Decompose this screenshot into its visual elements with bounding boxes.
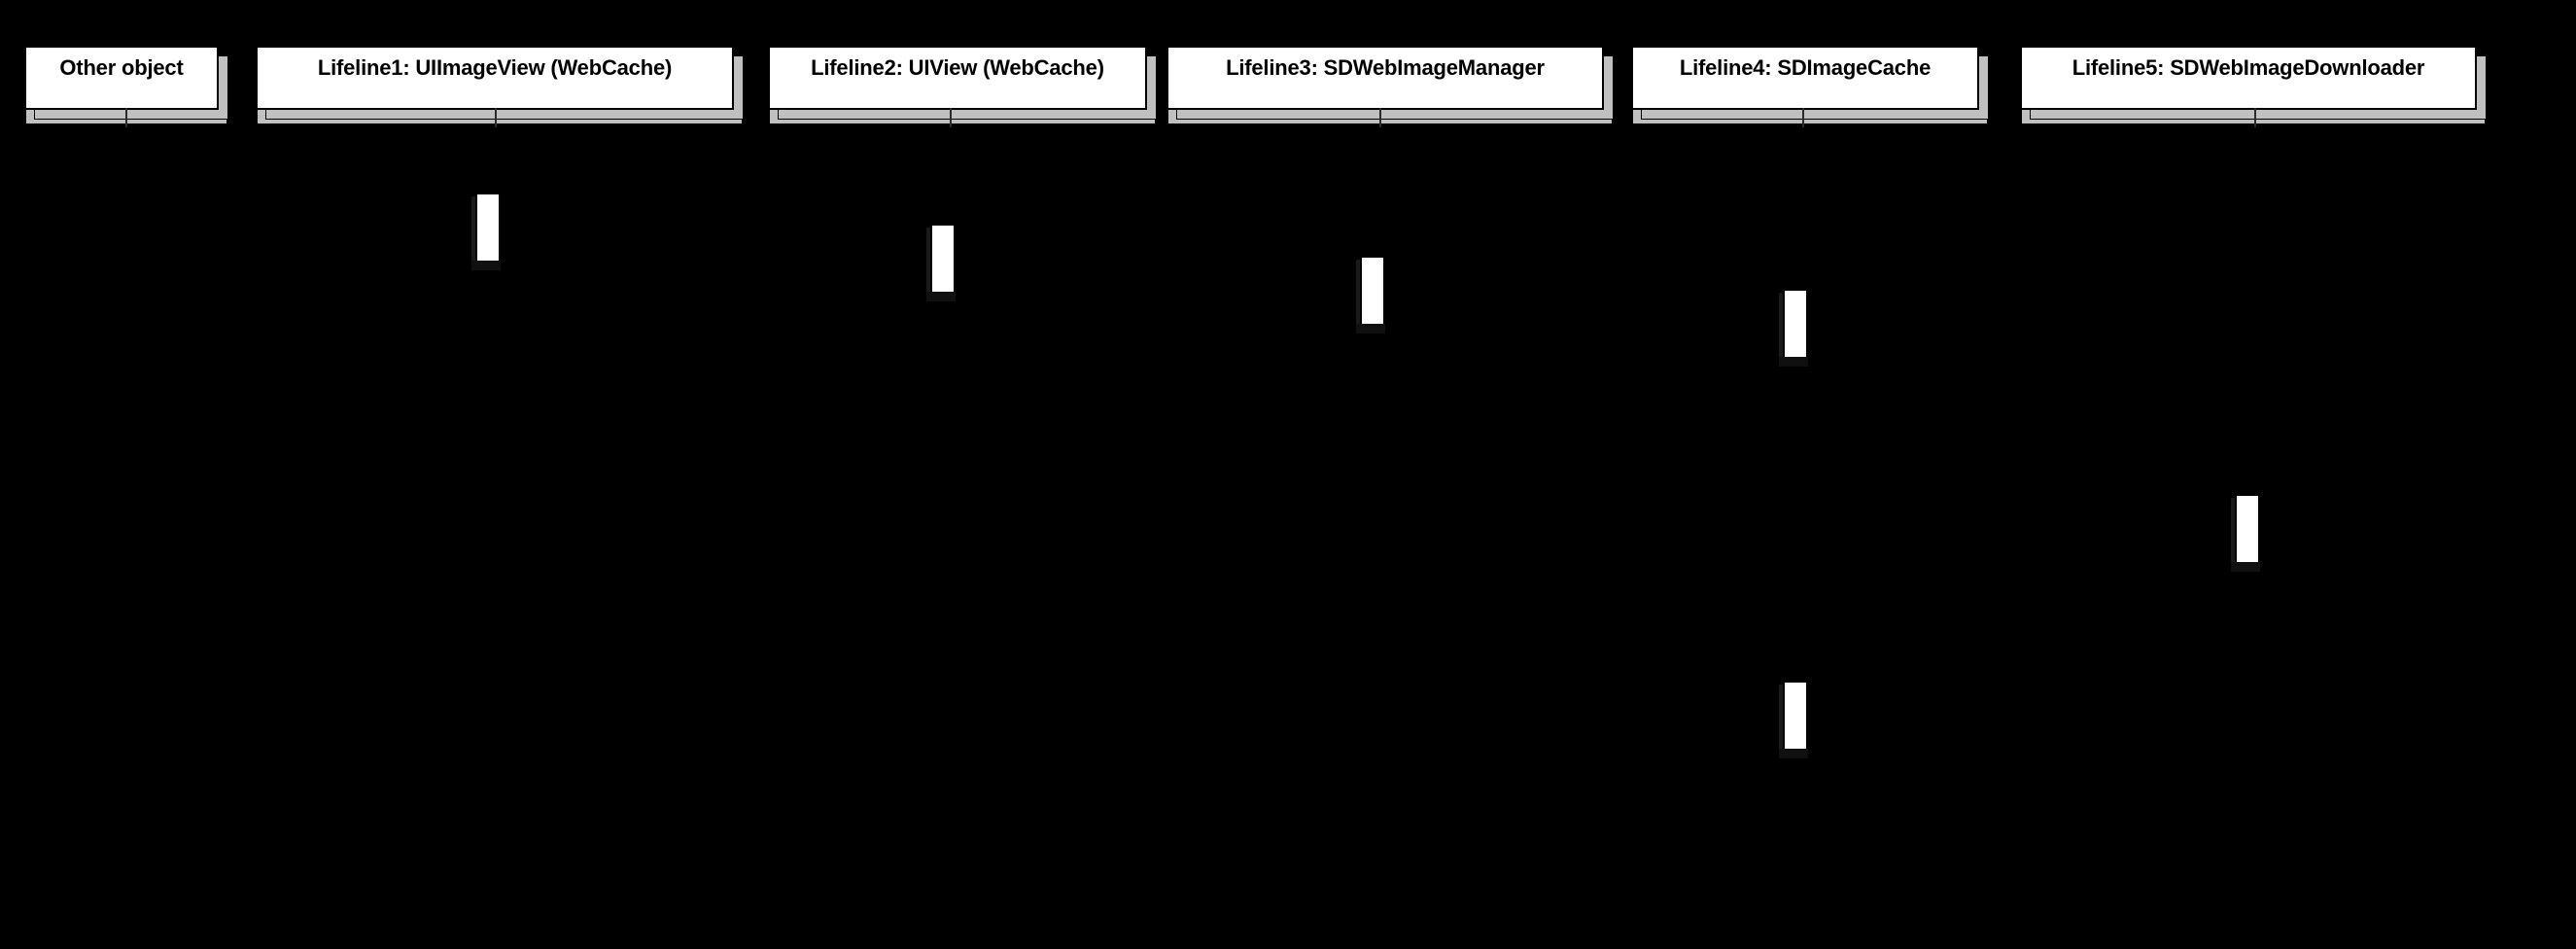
activation-foot-lifeline1-0 bbox=[471, 261, 501, 270]
lifeline-label-lifeline5: Lifeline5: SDWebImageDownloader bbox=[2071, 55, 2425, 80]
lifeline-header-other-object[interactable]: Other object bbox=[24, 46, 219, 110]
lifeline-label-lifeline3: Lifeline3: SDWebImageManager bbox=[1226, 55, 1545, 80]
lifeline-header-lifeline3[interactable]: Lifeline3: SDWebImageManager bbox=[1166, 46, 1604, 110]
lifeline-header-lifeline4[interactable]: Lifeline4: SDImageCache bbox=[1631, 46, 1979, 110]
lifeline-tick-lifeline1 bbox=[495, 108, 497, 127]
lifeline-header-lifeline1[interactable]: Lifeline1: UIImageView (WebCache) bbox=[256, 46, 734, 110]
activation-bar-lifeline3-0[interactable] bbox=[1360, 256, 1385, 326]
lifeline-header-lifeline2[interactable]: Lifeline2: UIView (WebCache) bbox=[768, 46, 1147, 110]
activation-foot-lifeline3-0 bbox=[1356, 324, 1385, 334]
lifeline-label-lifeline2: Lifeline2: UIView (WebCache) bbox=[811, 55, 1104, 80]
activation-foot-lifeline5-0 bbox=[2231, 562, 2260, 572]
activation-foot-lifeline4-1 bbox=[1779, 749, 1808, 758]
activation-bar-lifeline2-0[interactable] bbox=[930, 224, 956, 294]
activation-foot-lifeline4-0 bbox=[1779, 357, 1808, 367]
activation-bar-lifeline5-0[interactable] bbox=[2235, 494, 2260, 564]
activation-bar-lifeline1-0[interactable] bbox=[475, 193, 501, 263]
lifeline-tick-lifeline2 bbox=[950, 108, 952, 127]
activation-foot-lifeline2-0 bbox=[926, 292, 956, 301]
activation-bar-lifeline4-0[interactable] bbox=[1783, 289, 1808, 359]
lifeline-tick-lifeline5 bbox=[2254, 108, 2256, 127]
lifeline-label-other-object: Other object bbox=[59, 55, 184, 80]
lifeline-tick-lifeline4 bbox=[1802, 108, 1804, 127]
lifeline-tick-other-object bbox=[125, 108, 127, 127]
lifeline-tick-lifeline3 bbox=[1379, 108, 1381, 127]
lifeline-header-lifeline5[interactable]: Lifeline5: SDWebImageDownloader bbox=[2020, 46, 2477, 110]
lifeline-label-lifeline4: Lifeline4: SDImageCache bbox=[1679, 55, 1932, 80]
activation-bar-lifeline4-1[interactable] bbox=[1783, 681, 1808, 751]
lifeline-label-lifeline1: Lifeline1: UIImageView (WebCache) bbox=[317, 55, 673, 80]
